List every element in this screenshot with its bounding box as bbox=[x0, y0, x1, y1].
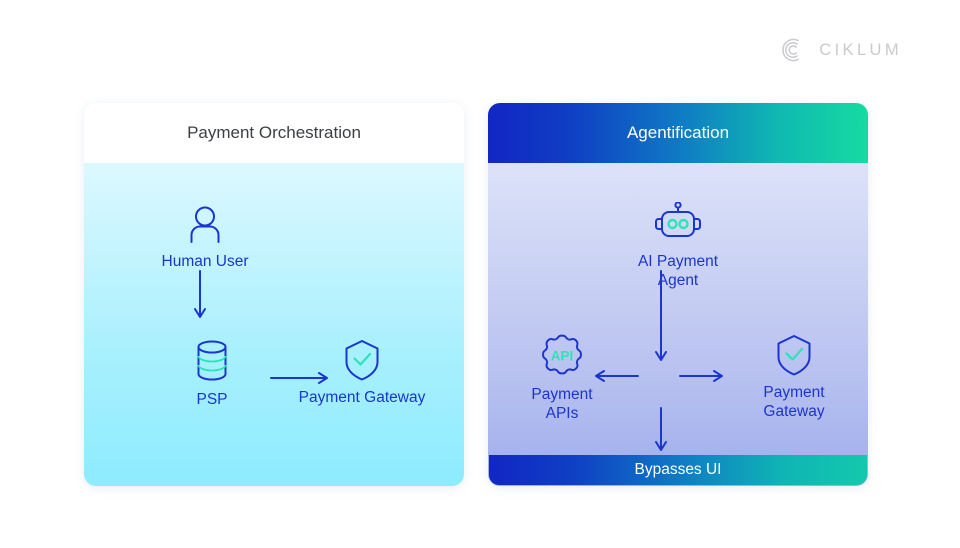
panel-payment-orchestration: Payment Orchestration Human User bbox=[84, 103, 464, 486]
node-payment-gateway-right: Payment Gateway bbox=[746, 333, 842, 422]
arrow-agent-down-icon bbox=[655, 270, 667, 361]
svg-text:API: API bbox=[551, 349, 574, 364]
shield-check-icon bbox=[345, 340, 379, 381]
node-ai-payment-agent-label: AI Payment Agent bbox=[637, 253, 719, 289]
arrow-hub-down-bypass-icon bbox=[655, 407, 667, 451]
database-icon bbox=[197, 340, 227, 381]
node-human-user: Human User bbox=[151, 202, 259, 272]
ciklum-arcs-icon bbox=[782, 38, 800, 62]
panel-right-title: Agentification bbox=[626, 123, 730, 142]
node-payment-gateway-left: Payment Gateway bbox=[285, 338, 439, 408]
brand-name: CIKLUM bbox=[819, 40, 902, 59]
panel-agentification: Agentification AI Payment Agent bbox=[488, 103, 868, 486]
node-human-user-label: Human User bbox=[161, 253, 249, 270]
person-icon bbox=[190, 206, 220, 243]
bypasses-ui-label: Bypasses UI bbox=[634, 461, 722, 478]
arrow-hub-to-apis-icon bbox=[595, 370, 639, 382]
node-ai-payment-agent: AI Payment Agent bbox=[624, 202, 732, 291]
api-gear-icon: API bbox=[542, 334, 582, 375]
arrow-human-to-psp-icon bbox=[194, 270, 206, 318]
panel-left-body: Human User PSP bbox=[84, 163, 464, 486]
arrow-psp-to-gateway-icon bbox=[270, 372, 328, 384]
node-psp: PSP bbox=[188, 338, 236, 410]
robot-icon bbox=[655, 202, 701, 237]
panel-right-footer: Bypasses UI bbox=[489, 455, 867, 485]
panel-right-body: AI Payment Agent bbox=[488, 163, 868, 455]
node-psp-label: PSP bbox=[196, 391, 228, 408]
panel-right-header: Agentification bbox=[488, 103, 868, 163]
node-payment-apis-label: Payment APIs bbox=[531, 386, 593, 422]
node-payment-gateway-right-label: Payment Gateway bbox=[763, 384, 825, 420]
panel-left-header: Payment Orchestration bbox=[84, 103, 464, 163]
node-payment-apis: API Payment APIs bbox=[517, 333, 607, 424]
panel-left-title: Payment Orchestration bbox=[187, 123, 361, 142]
shield-check-icon bbox=[777, 335, 811, 376]
brand-logo: CIKLUM bbox=[779, 36, 902, 64]
node-payment-gateway-left-label: Payment Gateway bbox=[298, 389, 426, 406]
arrow-hub-to-gateway-icon bbox=[679, 370, 723, 382]
